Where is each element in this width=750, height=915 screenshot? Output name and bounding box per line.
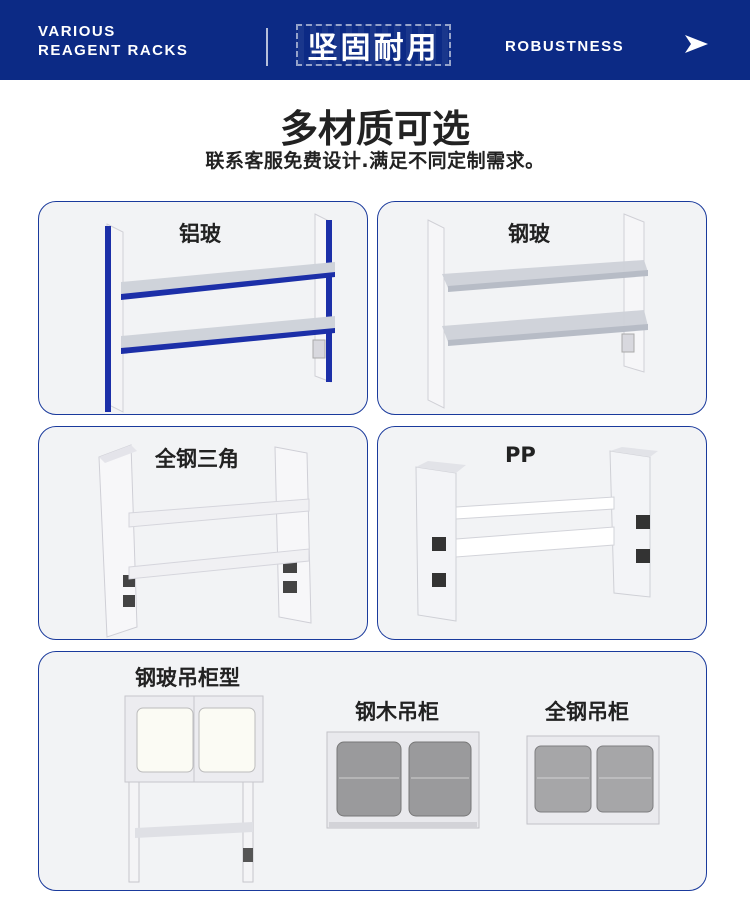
- page-title: 多材质可选: [279, 107, 470, 151]
- card-label: 全钢吊柜: [545, 700, 629, 724]
- card-aluminum-glass[interactable]: 铝玻: [38, 201, 368, 415]
- card-label: 钢玻吊柜型: [135, 666, 240, 690]
- banner-left-line2: REAGENT RACKS: [38, 42, 189, 59]
- card-label: 钢木吊柜: [355, 700, 439, 724]
- cabinet-steel-glass-hanging-image: [124, 695, 264, 883]
- rack-all-steel-triangle-image: [98, 444, 312, 638]
- card-all-steel-triangle[interactable]: 全钢三角: [38, 426, 368, 640]
- rack-aluminum-glass-image: [105, 213, 335, 413]
- card-label: 铝玻: [179, 222, 221, 246]
- rack-steel-glass-image: [427, 213, 648, 409]
- card-hanging-cabinets[interactable]: 钢玻吊柜型 钢木吊柜 全钢吊柜: [38, 651, 707, 891]
- banner-divider: [266, 28, 268, 66]
- rack-pp-image: [415, 447, 658, 622]
- card-label: 钢玻: [508, 222, 550, 246]
- top-banner: VARIOUS REAGENT RACKS 坚固耐用 ROBUSTNESS: [0, 0, 750, 80]
- banner-title: 坚固耐用: [296, 24, 451, 66]
- card-label: PP: [505, 443, 536, 467]
- card-pp[interactable]: PP: [377, 426, 707, 640]
- banner-left-text: VARIOUS REAGENT RACKS: [38, 22, 188, 60]
- banner-right-text: ROBUSTNESS: [505, 38, 625, 55]
- card-steel-glass[interactable]: 钢玻: [377, 201, 707, 415]
- card-label: 全钢三角: [155, 447, 239, 471]
- arrow-right-icon[interactable]: [683, 34, 709, 54]
- banner-left-line1: VARIOUS: [38, 23, 116, 40]
- page-subtitle: 联系客服免费设计.满足不同定制需求。: [205, 150, 545, 172]
